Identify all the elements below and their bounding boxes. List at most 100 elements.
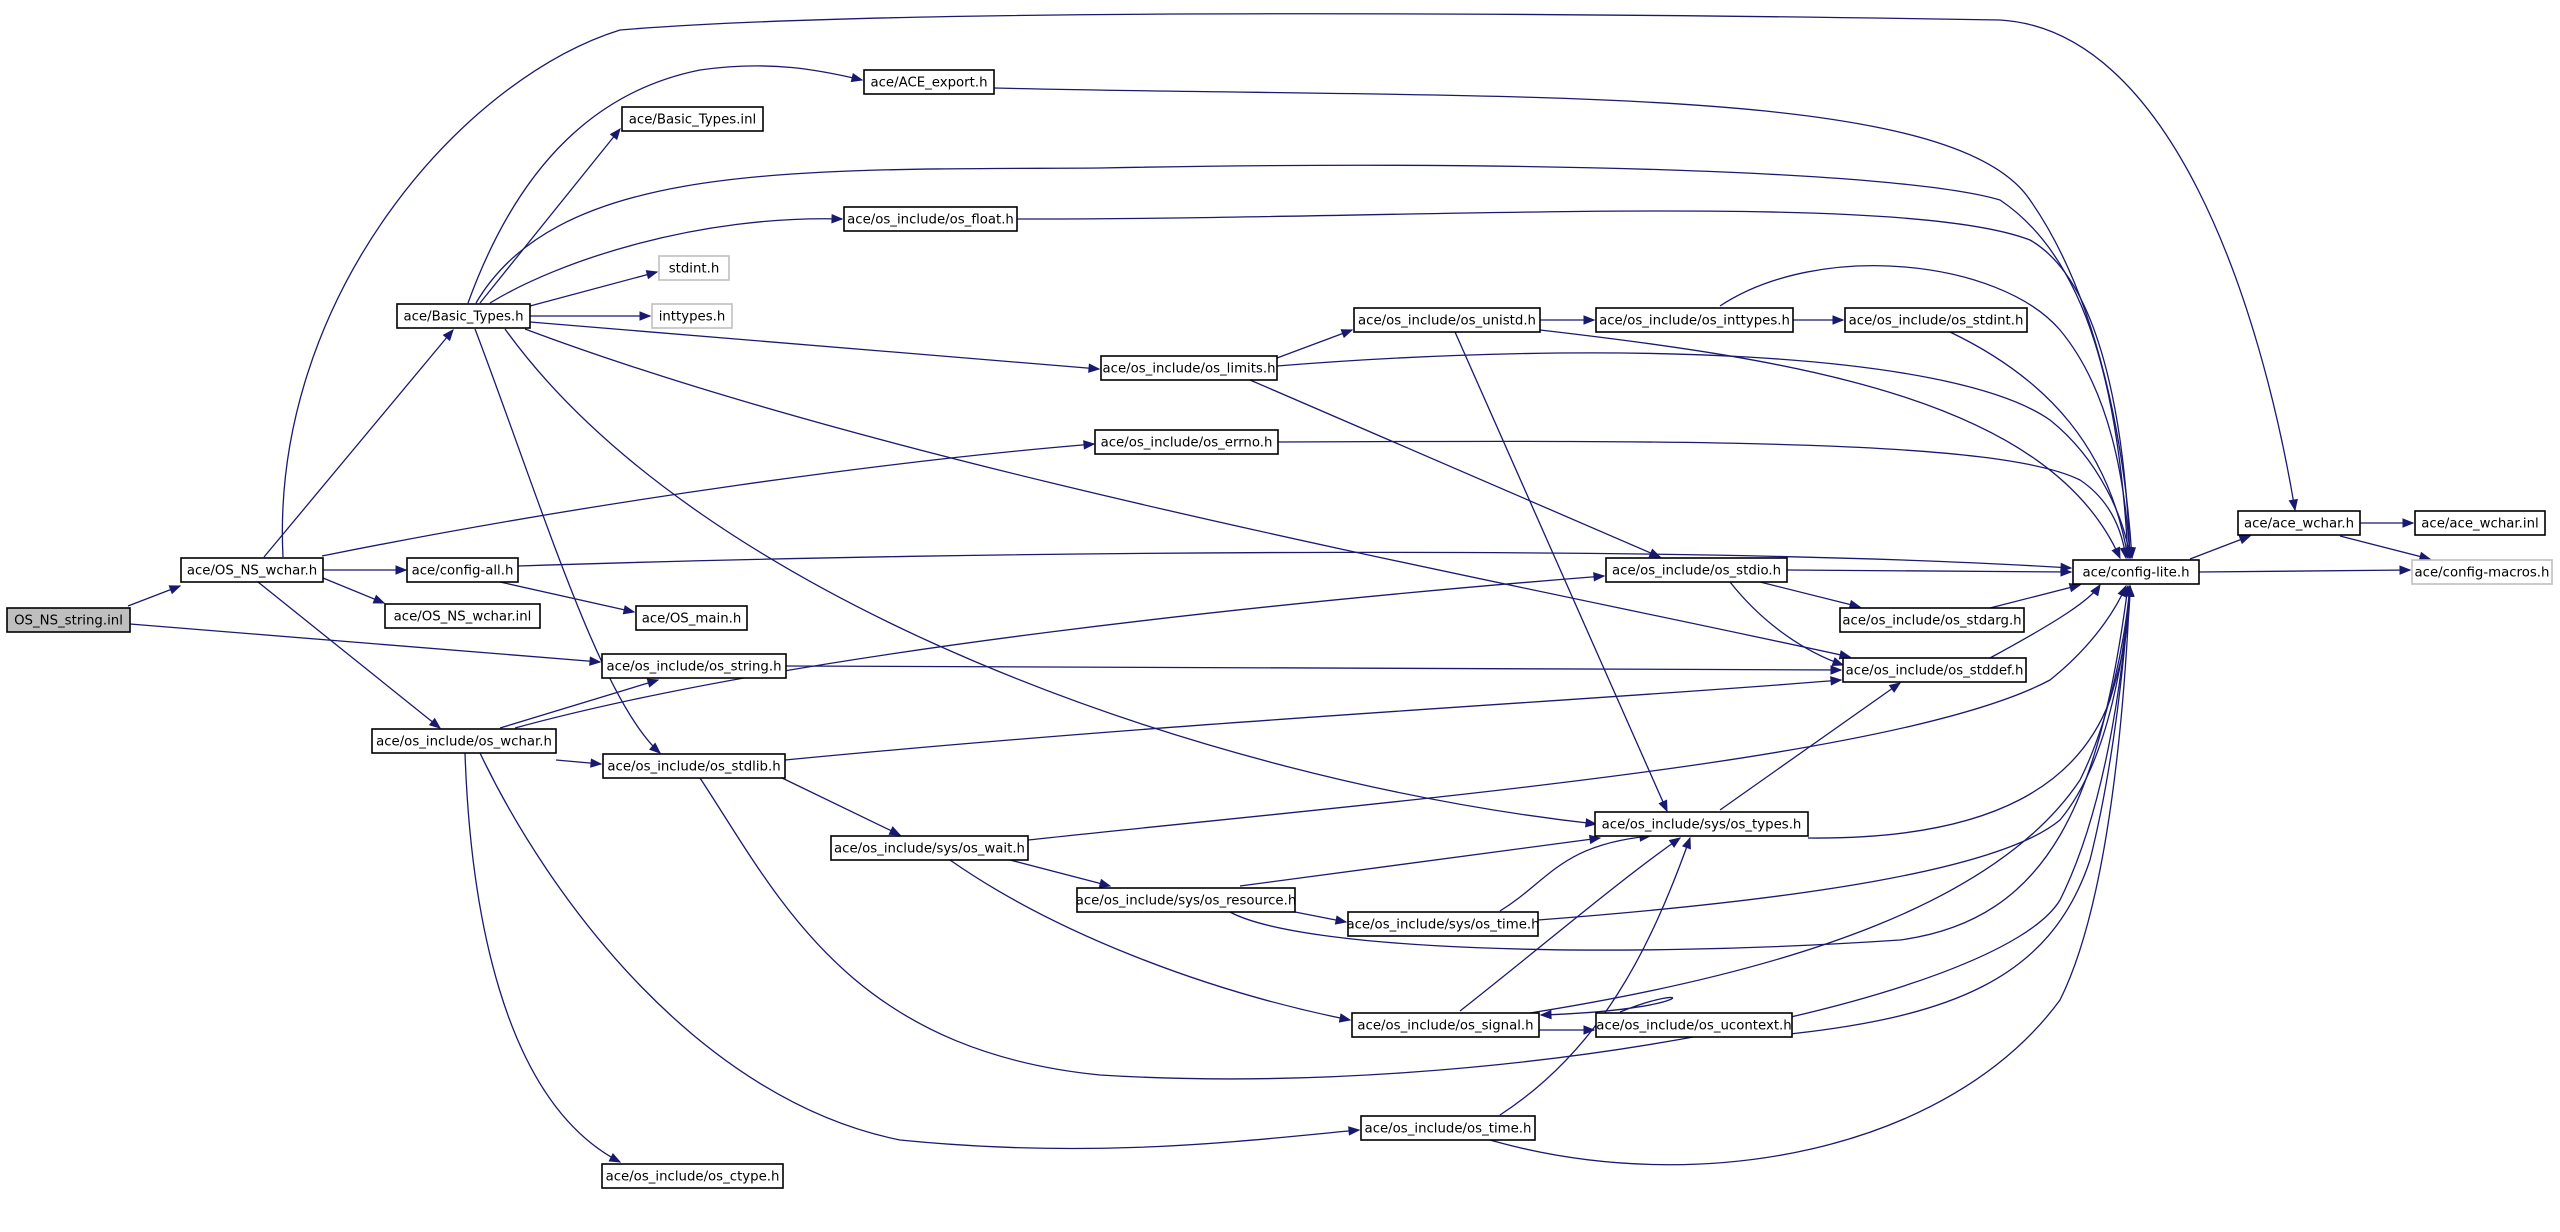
edge-Basic_Types_h-to-os_stddef_h — [524, 328, 1852, 660]
node-os-signal-h[interactable]: ace/os_include/os_signal.h — [1351, 1012, 1540, 1038]
node-box[interactable] — [1844, 307, 2028, 333]
node-box[interactable] — [1594, 811, 1809, 837]
node-label: ace/os_include/os_stdio.h — [1612, 564, 1781, 579]
node-Basic-Types-h[interactable]: ace/Basic_Types.h — [396, 303, 531, 329]
node-ace-wchar-h[interactable]: ace/ace_wchar.h — [2237, 510, 2361, 536]
node-box[interactable] — [1353, 307, 1541, 333]
node-os-stddef-h[interactable]: ace/os_include/os_stddef.h — [1842, 657, 2027, 683]
node-label: ace/os_include/os_time.h — [1365, 1122, 1532, 1137]
node-sys-os-resource-h[interactable]: ace/os_include/sys/os_resource.h — [1076, 887, 1297, 913]
node-box[interactable] — [396, 303, 531, 329]
node-os-wchar-h[interactable]: ace/os_include/os_wchar.h — [371, 728, 557, 754]
node-os-ucontext-h[interactable]: ace/os_include/os_ucontext.h — [1595, 1012, 1793, 1038]
node-sys-os-types-h[interactable]: ace/os_include/sys/os_types.h — [1594, 811, 1809, 837]
node-os-errno-h[interactable]: ace/os_include/os_errno.h — [1094, 429, 1279, 455]
edge-sys_os_wait_h-to-os_signal_h — [949, 859, 1352, 1023]
node-box[interactable] — [601, 653, 787, 679]
edge-line — [474, 328, 661, 754]
node-OS-main-h[interactable]: ace/OS_main.h — [635, 605, 748, 631]
node-box[interactable] — [863, 69, 995, 95]
node-box[interactable] — [2414, 510, 2546, 536]
node-box[interactable] — [2237, 510, 2361, 536]
edge-line — [949, 859, 1351, 1021]
node-box[interactable] — [1076, 887, 1296, 913]
edge-sys_os_types_h-to-os_stddef_h — [1719, 682, 1902, 811]
edge-os_signal_h-to-os_ucontext_h — [1539, 1025, 1596, 1035]
node-stdint-h: stdint.h — [658, 255, 730, 281]
edge-config_all_h-to-config_lite_h — [517, 551, 2073, 573]
edge-os_time_h-to-sys_os_types_h — [1499, 836, 1691, 1116]
edge-OS_NS_wchar_h-to-ace_wchar_h — [281, 13, 2298, 558]
node-Basic-Types-inl[interactable]: ace/Basic_Types.inl — [621, 106, 764, 132]
edge-arrowhead — [1088, 363, 1101, 373]
edge-line — [1949, 331, 2129, 559]
edge-line — [1027, 585, 2127, 841]
node-os-unistd-h[interactable]: ace/os_include/os_unistd.h — [1353, 307, 1541, 333]
edge-line — [514, 575, 1605, 729]
edge-os_errno_h-to-config_lite_h — [1277, 440, 2130, 560]
node-box[interactable] — [1360, 1115, 1536, 1141]
node-os-stdarg-h[interactable]: ace/os_include/os_stdarg.h — [1839, 607, 2025, 633]
node-box[interactable] — [371, 728, 557, 754]
node-box[interactable] — [1347, 911, 1539, 937]
node-label: ace/os_include/os_unistd.h — [1358, 314, 1536, 329]
node-label: ace/os_include/os_wchar.h — [376, 735, 552, 750]
node-box[interactable] — [602, 753, 786, 779]
edge-arrowhead — [622, 605, 636, 615]
edge-os_unistd_h-to-sys_os_types_h — [1454, 331, 1668, 813]
node-os-string-h[interactable]: ace/os_include/os_string.h — [601, 653, 787, 679]
node-box[interactable] — [601, 1163, 784, 1189]
edges-layer — [127, 13, 2432, 1166]
edge-line — [1529, 585, 2131, 1014]
edge-OS_NS_wchar_h-to-os_wchar_h — [257, 581, 442, 729]
edge-os_stdio_h-to-os_stddef_h — [1729, 581, 1845, 667]
node-box[interactable] — [635, 605, 748, 631]
node-box[interactable] — [2072, 559, 2200, 585]
node-box[interactable] — [1595, 1012, 1793, 1038]
node-box[interactable] — [1605, 557, 1788, 583]
node-box[interactable] — [1094, 429, 1279, 455]
node-ACE-export-h[interactable]: ace/ACE_export.h — [863, 69, 995, 95]
node-ace-wchar-inl[interactable]: ace/ace_wchar.inl — [2414, 510, 2546, 536]
node-os-time-h[interactable]: ace/os_include/os_time.h — [1360, 1115, 1536, 1141]
edge-OS_NS_wchar_h-to-os_errno_h — [321, 440, 1096, 557]
node-config-lite-h[interactable]: ace/config-lite.h — [2072, 559, 2200, 585]
edge-line — [1249, 379, 1661, 558]
edge-arrowhead — [1682, 836, 1691, 850]
node-os-stdint-h[interactable]: ace/os_include/os_stdint.h — [1844, 307, 2028, 333]
node-box[interactable] — [406, 557, 519, 583]
node-box[interactable] — [1839, 607, 2025, 633]
node-label: ace/os_include/os_stdlib.h — [607, 760, 780, 775]
node-box[interactable] — [384, 603, 541, 629]
node-label: ace/os_include/os_signal.h — [1357, 1019, 1533, 1034]
node-OS-NS-wchar-inl[interactable]: ace/OS_NS_wchar.inl — [384, 603, 541, 629]
node-os-float-h[interactable]: ace/os_include/os_float.h — [843, 206, 1018, 232]
edge-os_stdint_h-to-config_lite_h — [1949, 331, 2131, 560]
node-os-inttypes-h[interactable]: ace/os_include/os_inttypes.h — [1595, 307, 1794, 333]
node-sys-os-time-h[interactable]: ace/os_include/sys/os_time.h — [1346, 911, 1540, 937]
edge-arrowhead — [2288, 498, 2298, 512]
edge-OS_NS_wchar_h-to-config_all_h — [323, 565, 408, 575]
edge-sys_os_resource_h-to-sys_os_time_h — [1294, 911, 1348, 925]
node-box[interactable] — [843, 206, 1018, 232]
node-sys-os-wait-h[interactable]: ace/os_include/sys/os_wait.h — [830, 835, 1029, 861]
node-box[interactable] — [621, 106, 764, 132]
node-config-all-h[interactable]: ace/config-all.h — [406, 557, 519, 583]
edge-line — [524, 328, 1851, 658]
edge-line — [129, 623, 601, 663]
node-box[interactable] — [830, 835, 1029, 861]
node-os-ctype-h[interactable]: ace/os_include/os_ctype.h — [601, 1163, 784, 1189]
node-OS-NS-wchar-h[interactable]: ace/OS_NS_wchar.h — [180, 557, 324, 583]
node-box[interactable] — [180, 557, 324, 583]
edge-arrowhead — [608, 1152, 622, 1163]
node-box[interactable] — [1842, 657, 2027, 683]
edge-line — [2198, 569, 2411, 573]
node-os-stdlib-h[interactable]: ace/os_include/os_stdlib.h — [602, 753, 786, 779]
node-os-stdio-h[interactable]: ace/os_include/os_stdio.h — [1605, 557, 1788, 583]
edge-os_wchar_h-to-os_stdio_h — [514, 572, 1606, 729]
node-box[interactable] — [1100, 355, 1278, 381]
node-box[interactable] — [1595, 307, 1794, 333]
node-box[interactable] — [1351, 1012, 1540, 1038]
node-label: ace/os_include/sys/os_resource.h — [1076, 894, 1297, 909]
node-os-limits-h[interactable]: ace/os_include/os_limits.h — [1100, 355, 1278, 381]
